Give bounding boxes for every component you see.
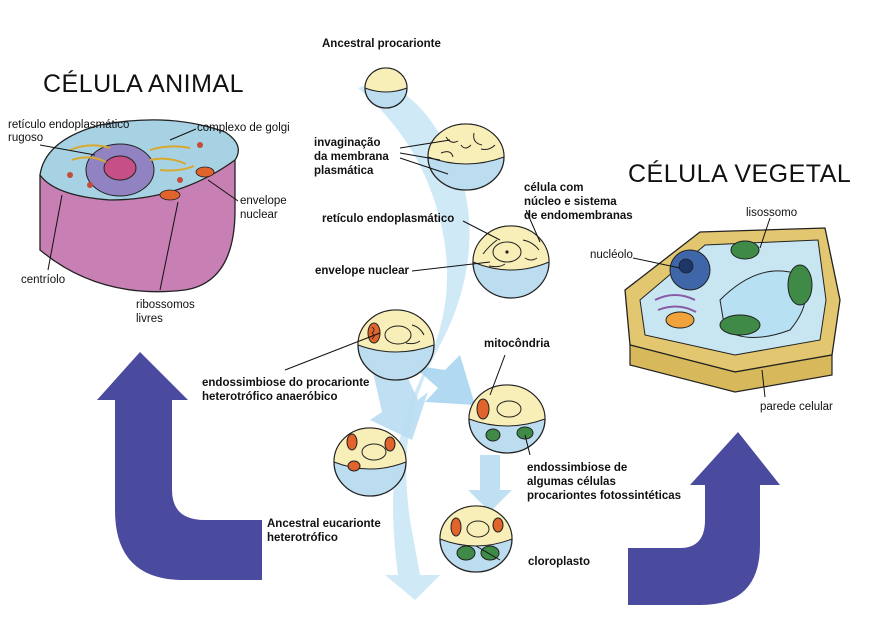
cell-mitocondria-stage-right [468,384,546,454]
flow-arrow-branch-right-lower [468,455,512,512]
label-reticulo-rugoso: retículo endoplasmático rugoso [8,119,130,144]
cell-ancestral-procarionte [364,67,408,109]
flow-arrow-branch-right [412,355,475,405]
title-celula-animal: CÉLULA ANIMAL [43,70,245,98]
label-celula-nucleo-endomembranas: célula com núcleo e sistema de endomembr… [524,182,633,222]
label-reticulo-endoplasmatico: retículo endoplasmático [322,213,455,225]
label-ribossomos-livres: ribossomos livres [136,299,195,325]
cell-mitocondria-stage-left [357,309,435,381]
flow-arrow-main [358,84,470,601]
label-envelope-nuclear: envelope nuclear [315,265,409,277]
animal-cell [39,119,239,293]
animal-cell-arrow [97,352,262,580]
label-endossimbiose-heterotrofico: endossimbiose do procarionte heterotrófi… [202,377,370,403]
label-ancestral-procarionte: Ancestral procarionte [322,38,441,50]
cell-cloroplasto-stage [439,505,513,573]
label-cloroplasto: cloroplasto [528,556,590,568]
label-nucleolo: nucléolo [590,249,633,261]
cell-eucarionte-heterotrofico [333,427,407,497]
cell-invaginacao [427,123,505,191]
label-lisossomo: lisossomo [746,207,798,219]
label-complexo-golgi: complexo de golgi [197,122,290,134]
cell-nucleo-endomembranas [472,225,550,299]
label-centriolo: centríolo [21,274,66,286]
vegetal-cell-arrow [628,432,780,605]
vegetal-cell [624,227,841,393]
label-ancestral-eucarionte: Ancestral eucarionte heterotrófico [267,518,381,544]
leader-lines [39,128,771,561]
title-celula-vegetal: CÉLULA VEGETAL [628,160,852,188]
label-endossimbiose-fotossinteticas: endossimbiose de algumas células procari… [527,462,682,502]
label-parede-celular: parede celular [760,401,833,413]
label-mitocondria: mitocôndria [484,338,550,350]
label-invaginacao: invaginação da membrana plasmática [314,137,389,177]
label-envelope-nuclear-animal: envelope nuclear [240,195,287,221]
